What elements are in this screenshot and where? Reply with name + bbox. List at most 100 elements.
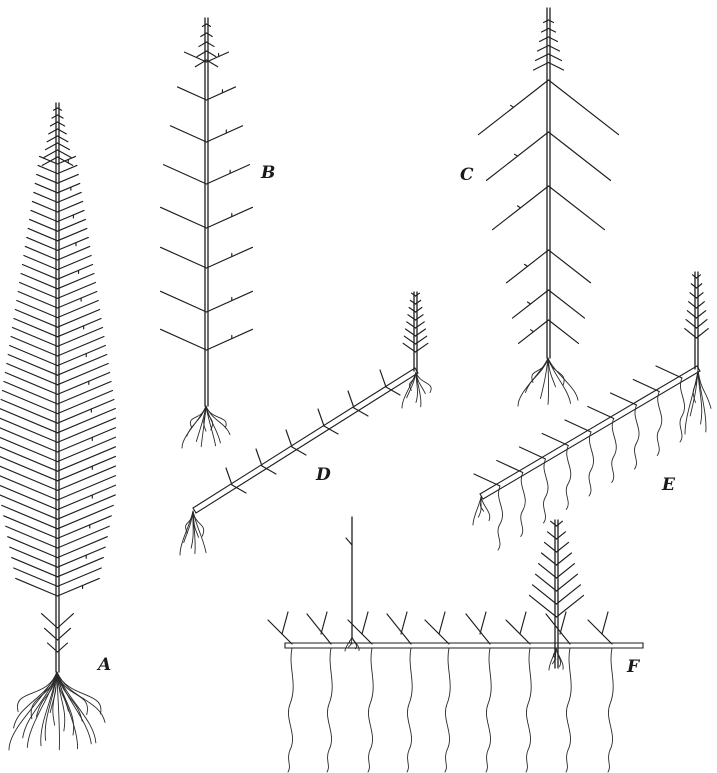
branch [28,228,57,240]
plant-b-roots [182,406,230,448]
plant-c-branches [479,20,619,343]
branch [16,578,58,596]
branch [387,614,411,644]
branch [207,165,250,184]
branch [207,329,253,350]
plant-d-roots [180,372,431,555]
plant-a-branches [0,108,116,652]
branch [5,373,57,395]
root [680,378,685,442]
branch [633,380,659,392]
plant-c-roots [518,358,578,406]
branch [34,192,58,202]
branch [58,354,107,375]
branch [58,516,112,539]
branch [58,418,116,442]
branch [1,400,57,424]
root [698,370,706,432]
branch [8,354,57,375]
branch [542,434,568,446]
branch [0,466,58,490]
branch [58,428,116,452]
branch [286,430,292,447]
branch [58,309,100,327]
branch [549,20,554,23]
root [548,358,571,403]
branch [560,612,566,634]
branch [58,156,76,164]
branch [58,264,93,279]
branch [318,409,324,426]
branch [282,612,288,634]
branch [20,282,58,298]
branch [557,595,584,617]
branch [58,291,97,308]
plant-b-branches [161,24,253,350]
branch [691,284,696,288]
root [368,648,373,772]
label-b: B [260,163,275,183]
branch [10,345,58,365]
plant-d-branches [226,293,428,493]
branch [58,558,104,577]
branch [58,476,116,500]
branch [4,382,58,404]
branch [40,156,58,164]
branch [58,568,102,586]
branch [602,612,608,634]
root [612,419,617,483]
branch [58,336,104,356]
branch [58,391,113,414]
branch [321,612,327,634]
root [566,648,571,772]
branch [549,320,579,343]
branch [58,373,110,395]
branch [557,553,572,565]
plant-b: B [161,18,276,448]
plant-b-stem [205,18,208,406]
branch [544,20,549,23]
branch [0,495,57,519]
root [544,459,549,523]
plant-f: F [268,517,643,772]
root [685,370,698,434]
branch [497,461,523,473]
branch [530,595,557,617]
branch [58,578,100,596]
branch [58,547,106,567]
branch [207,247,253,268]
branch [0,476,58,500]
root [407,648,412,772]
branch [15,309,57,327]
branch [410,300,415,304]
branch [506,620,530,644]
root [196,406,206,441]
branch [362,612,368,634]
branch [58,115,64,118]
branch [30,219,58,231]
root [327,648,332,772]
spur [511,105,514,107]
branch [161,207,207,228]
branch [268,620,292,644]
root [486,648,491,772]
branch [565,420,591,432]
plant-f-cane [285,643,643,648]
plant-e: E [473,272,711,550]
branch [12,558,58,577]
branch [17,300,58,317]
branch [12,327,57,346]
branch [439,612,445,634]
branch [58,273,94,288]
branch [549,250,591,283]
branch [348,391,354,408]
branch [6,526,58,548]
plant-a-roots [9,672,105,750]
branch [164,165,207,184]
branch [161,329,207,350]
branch [466,614,490,644]
branch [58,327,103,346]
root [589,432,594,496]
branch [425,620,449,644]
branch [0,428,58,452]
